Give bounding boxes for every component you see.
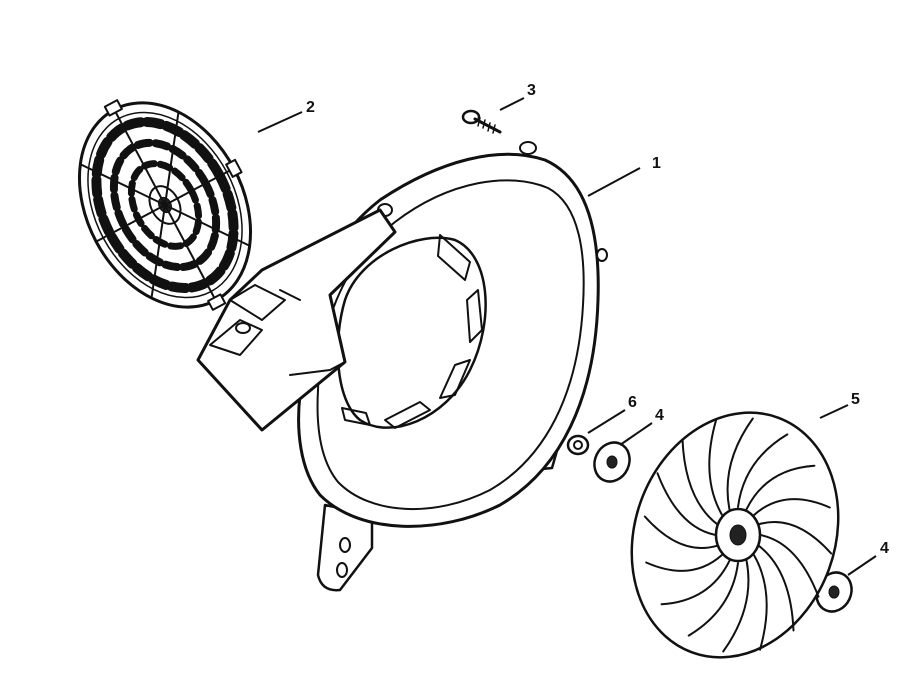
impeller-blade	[722, 559, 750, 653]
impeller-blade	[687, 562, 739, 637]
callout-4-lower: 4	[880, 540, 889, 557]
impeller-fan	[630, 411, 840, 659]
washer-upper	[593, 441, 631, 483]
impeller-blade	[745, 464, 816, 511]
impeller-blade	[737, 433, 789, 508]
fan-housing	[196, 141, 608, 592]
impeller-blade	[643, 515, 719, 550]
callout-2: 2	[306, 99, 315, 116]
impeller-blade	[645, 553, 724, 572]
impeller-blade	[757, 544, 795, 632]
impeller-blade	[759, 534, 820, 598]
callout-5: 5	[851, 391, 860, 408]
impeller-blade	[752, 498, 831, 517]
impeller-blade	[656, 472, 717, 536]
callout-1: 1	[652, 155, 661, 172]
impeller-blade	[752, 553, 768, 651]
nut	[566, 434, 590, 456]
callout-3: 3	[527, 82, 536, 99]
impeller-blade	[660, 559, 731, 606]
impeller-blade	[708, 419, 724, 517]
screw	[461, 109, 502, 134]
callout-4-upper: 4	[655, 407, 664, 424]
leader-lines	[257, 97, 877, 576]
intake-screen-grille	[77, 99, 253, 311]
impeller-blade	[757, 520, 833, 555]
impeller-blade	[726, 417, 754, 511]
impeller-blade	[681, 438, 719, 526]
callout-6: 6	[628, 394, 637, 411]
